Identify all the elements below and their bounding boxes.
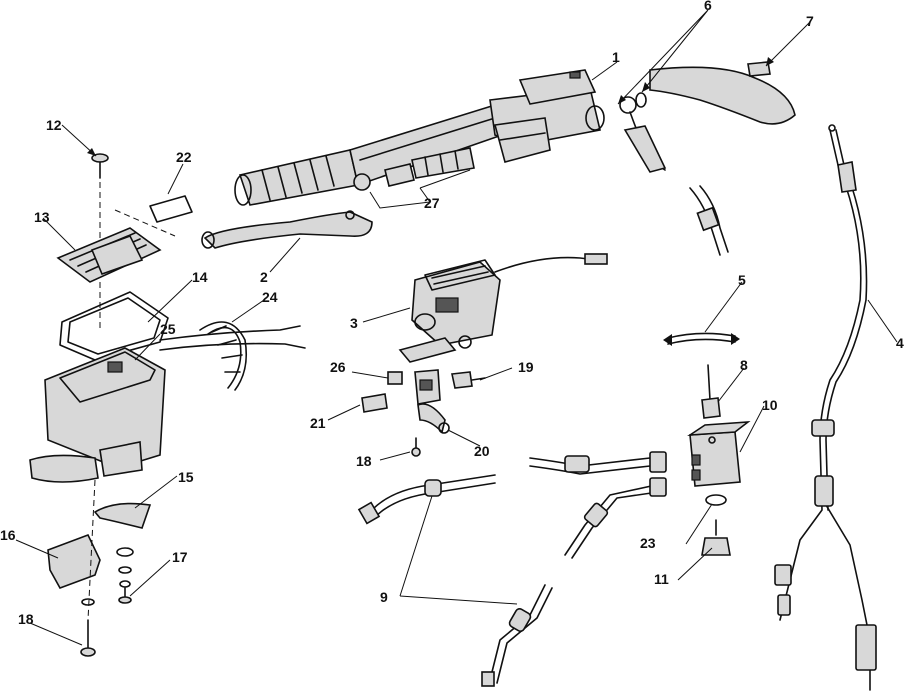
part-cable-tie xyxy=(159,321,306,391)
part-junction-lines xyxy=(529,451,667,559)
part-washers xyxy=(116,547,134,604)
part-brake-lines-lower xyxy=(357,474,553,687)
callout-12: 12 xyxy=(46,117,62,133)
part-brake-hose-upper xyxy=(689,185,729,256)
part-reservoir-cover xyxy=(56,227,162,283)
callout-15: 15 xyxy=(178,469,194,485)
part-handlebar-master-cylinder xyxy=(234,69,605,206)
part-diaphragm-plate xyxy=(114,195,193,237)
part-brake-lever xyxy=(201,210,373,249)
callout-27: 27 xyxy=(424,195,440,211)
part-junction-washer-bolt xyxy=(701,494,731,556)
callout-3: 3 xyxy=(350,315,358,331)
part-junction-block xyxy=(687,421,751,487)
part-piston-kit xyxy=(353,147,475,191)
part-bolt-lower xyxy=(80,598,96,657)
leader-lines xyxy=(15,9,898,646)
callout-23: 23 xyxy=(640,535,656,551)
callout-25: 25 xyxy=(160,321,176,337)
callout-13: 13 xyxy=(34,209,50,225)
part-banjo-bolt-upper xyxy=(701,364,721,419)
part-throttle-cable xyxy=(774,124,877,691)
callout-11: 11 xyxy=(654,571,669,587)
callout-18-mid: 18 xyxy=(356,453,372,469)
callout-18-lower: 18 xyxy=(18,611,34,627)
callout-10: 10 xyxy=(762,397,778,413)
callout-16: 16 xyxy=(0,527,16,543)
part-clamp xyxy=(47,533,101,589)
part-gasket xyxy=(59,291,169,361)
part-brake-switch-group xyxy=(361,369,486,457)
callout-labels: 1 2 3 4 5 6 7 8 9 10 11 12 13 14 15 16 1… xyxy=(0,0,904,627)
callout-8: 8 xyxy=(740,357,748,373)
part-switch-housing xyxy=(398,253,608,363)
callout-24: 24 xyxy=(262,289,278,305)
part-brake-lever-shoe xyxy=(93,502,152,529)
part-cover-screw xyxy=(91,153,109,179)
part-left-master-cylinder xyxy=(29,347,166,483)
callout-26: 26 xyxy=(330,359,346,375)
callout-1: 1 xyxy=(612,49,620,65)
callout-5: 5 xyxy=(738,272,746,288)
callout-14: 14 xyxy=(192,269,208,285)
callout-7: 7 xyxy=(806,13,814,29)
callout-9: 9 xyxy=(380,589,388,605)
part-clip xyxy=(663,332,740,346)
callout-17: 17 xyxy=(172,549,188,565)
callout-6: 6 xyxy=(704,0,712,13)
callout-22: 22 xyxy=(176,149,192,165)
assembly-axis-left xyxy=(87,182,101,621)
callout-20: 20 xyxy=(474,443,490,459)
callout-4: 4 xyxy=(896,335,904,351)
part-throttle-lever xyxy=(619,61,796,173)
callout-2: 2 xyxy=(260,269,268,285)
callout-19: 19 xyxy=(518,359,534,375)
callout-21: 21 xyxy=(310,415,326,431)
